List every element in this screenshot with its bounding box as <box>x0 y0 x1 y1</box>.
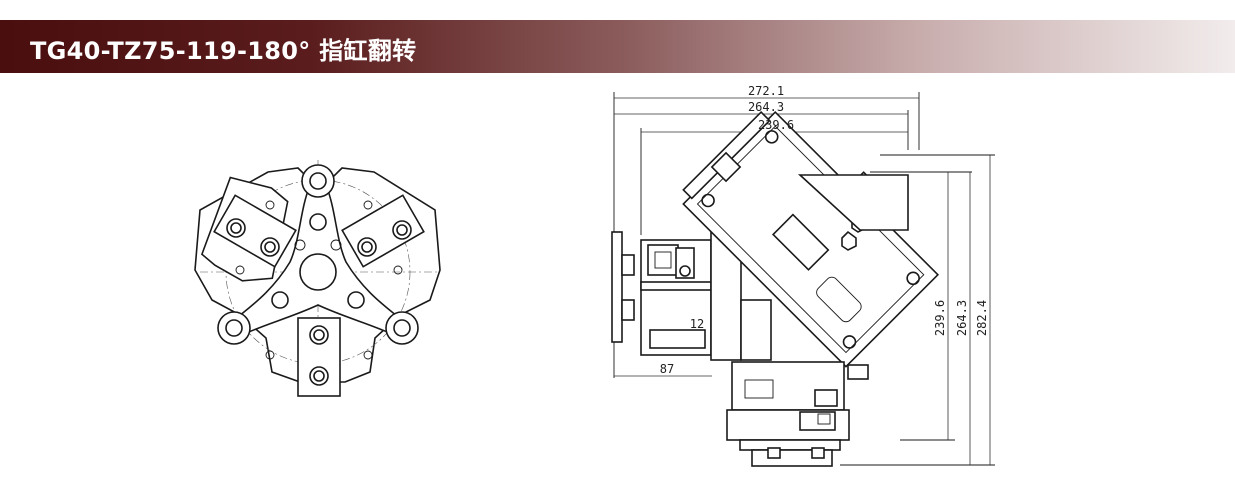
side-view <box>611 92 995 467</box>
title-bar <box>0 20 1235 73</box>
dim-step-offset: 12 <box>690 317 704 331</box>
dim-height-3: 282.4 <box>975 300 989 336</box>
dim-body-width: 264.3 <box>748 100 784 114</box>
page-title: TG40-TZ75-119-180° 指缸翻转 <box>30 37 417 65</box>
dim-height-2: 264.3 <box>955 300 969 336</box>
dim-inner-width: 239.6 <box>758 118 794 132</box>
dim-base-offset: 87 <box>660 362 674 376</box>
front-view <box>194 160 441 397</box>
dim-overall-width: 272.1 <box>748 84 784 98</box>
dim-height-1: 239.6 <box>933 300 947 336</box>
